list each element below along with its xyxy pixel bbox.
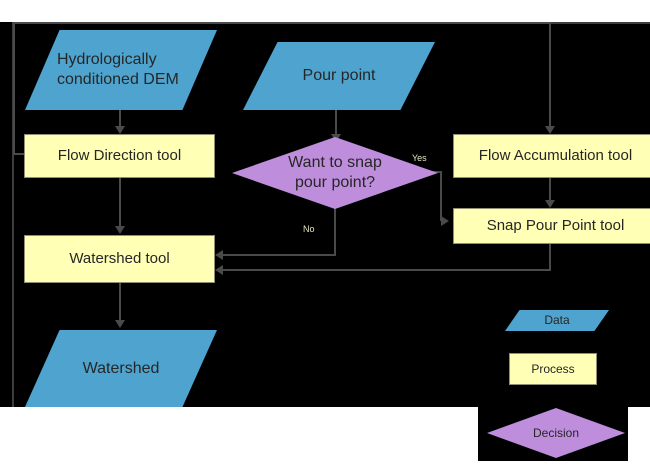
arrowhead-snap-pour-point [441,216,449,226]
connector-yes-v [440,171,442,221]
connector-top-rail-left-drop [13,22,15,155]
node-label: Watershed [82,359,160,377]
node-flow-direction-tool[interactable]: Flow Direction tool [24,134,215,178]
connector-into-flow-direction [13,153,27,155]
node-label: Snap Pour Point tool [486,216,625,234]
connector-flowacc-to-snap [549,178,551,204]
arrowhead-watershed [115,320,125,328]
node-hydrologically-conditioned-dem[interactable]: Hydrologically conditioned DEM [25,30,217,110]
node-label: Hydrologically conditioned DEM [57,51,179,88]
arrowhead-watershed-tool-snap [215,265,223,275]
edge-label-no: No [303,224,315,234]
node-watershed-tool[interactable]: Watershed tool [24,235,215,283]
node-label: Flow Accumulation tool [478,146,633,164]
legend-item-data: Data [505,310,609,331]
arrowhead-flowdir [115,126,125,134]
connector-snap-to-watershed-v [549,243,551,271]
node-label: Flow Direction tool [57,146,182,164]
connector-watershedtool-to-watershed [119,283,121,323]
arrowhead-snap-top [545,200,555,208]
legend-item-process: Process [509,353,597,385]
node-pour-point[interactable]: Pour point [243,42,435,110]
connector-snap-to-watershed-h [220,269,551,271]
legend-label: Decision [532,425,580,440]
connector-no-h [220,254,336,256]
connector-to-flow-accumulation [549,22,551,130]
connector-top-rail [13,22,551,24]
node-watershed[interactable]: Watershed [25,330,217,407]
connector-no-v [334,207,336,255]
node-label: Watershed tool [69,249,170,267]
connector-dem-to-flowdir [119,110,121,129]
connector-flowdir-to-watershed [119,178,121,230]
node-label: Want to snap pour point? [288,154,382,191]
node-label: Pour point [302,67,376,85]
arrowhead-watershed-tool-no [215,250,223,260]
arrowhead-watershed-tool-top [115,226,125,234]
connector-pourpoint-to-decision [335,110,337,137]
legend-label: Process [531,361,575,376]
node-flow-accumulation-tool[interactable]: Flow Accumulation tool [453,134,650,178]
edge-label-yes: Yes [412,153,427,163]
node-snap-pour-point-tool[interactable]: Snap Pour Point tool [453,208,650,244]
arrowhead-flow-accumulation [545,126,555,134]
legend-label: Data [544,313,570,328]
slide-backdrop-left [0,22,14,407]
